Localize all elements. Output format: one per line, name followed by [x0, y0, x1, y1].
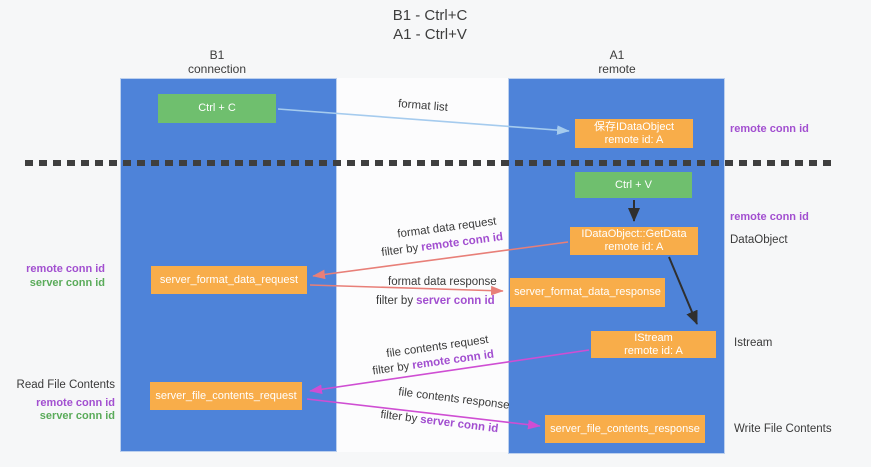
- b1-role: connection: [187, 62, 247, 76]
- idataobject-getdata-box: IDataObject::GetData remote id: A: [570, 227, 698, 255]
- istream-line1: IStream: [634, 331, 673, 344]
- server-file-contents-request-label: server_file_contents_request: [155, 389, 297, 402]
- getdata-line1: IDataObject::GetData: [581, 228, 687, 240]
- save-idataobject-line1: 保存IDataObject: [593, 120, 675, 133]
- b1-name: B1: [209, 48, 225, 62]
- ctrl-c-label: Ctrl + C: [198, 102, 236, 114]
- server-format-data-response-box: server_format_data_response: [510, 278, 665, 307]
- server-format-data-request-label: server_format_data_request: [159, 273, 299, 286]
- title-line-1: B1 - Ctrl+C: [392, 7, 468, 24]
- diagram-title: B1 - Ctrl+C A1 - Ctrl+V: [340, 6, 520, 44]
- left-label-server-conn-id: server conn id: [29, 276, 105, 289]
- server-file-contents-response-label: server_file_contents_response: [550, 422, 700, 435]
- machine-a1-header: A1 remote: [508, 48, 726, 76]
- server-file-contents-request-box: server_file_contents_request: [150, 382, 302, 410]
- left-label-remote-conn-id-2: remote conn id: [36, 396, 115, 409]
- session-boundary-dashed-line: [25, 160, 833, 166]
- format-data-response-label: format data response: [388, 276, 497, 288]
- left-label-remote-conn-id: remote conn id: [26, 263, 105, 275]
- save-idataobject-box: 保存IDataObject remote id: A: [575, 119, 693, 148]
- server-format-data-response-label: server_format_data_response: [514, 286, 661, 298]
- right-label-istream: Istream: [734, 337, 773, 349]
- getdata-line2: remote id: A: [604, 241, 664, 253]
- left-conn-id-group: remote conn id server conn id: [10, 263, 105, 290]
- a1-role: remote: [598, 62, 636, 76]
- machine-b1-header: B1 connection: [108, 48, 326, 76]
- right-label-dataobject: DataObject: [730, 234, 788, 246]
- filter-by-text: filter by: [376, 295, 414, 307]
- server-file-contents-response-box: server_file_contents_response: [545, 415, 705, 443]
- ctrl-v-label: Ctrl + V: [615, 178, 652, 191]
- a1-name: A1: [609, 48, 625, 62]
- title-line-2: A1 - Ctrl+V: [393, 26, 467, 43]
- server-conn-id-text: server conn id: [416, 295, 495, 307]
- ctrl-c-box: Ctrl + C: [158, 94, 276, 123]
- left-label-read-file-contents: Read File Contents: [16, 379, 115, 391]
- right-label-write-file-contents: Write File Contents: [734, 423, 832, 435]
- right-label-remote-conn-id-mid: remote conn id: [730, 211, 809, 223]
- istream-line2: remote id: A: [624, 344, 683, 357]
- ctrl-v-box: Ctrl + V: [575, 172, 692, 198]
- server-format-data-request-box: server_format_data_request: [151, 266, 307, 294]
- left-label-server-conn-id-2: server conn id: [39, 410, 115, 422]
- left-read-file-group: Read File Contents remote conn id server…: [10, 379, 115, 424]
- right-label-remote-conn-id-top: remote conn id: [730, 123, 809, 135]
- save-idataobject-line2: remote id: A: [604, 133, 664, 146]
- istream-box: IStream remote id: A: [591, 331, 716, 358]
